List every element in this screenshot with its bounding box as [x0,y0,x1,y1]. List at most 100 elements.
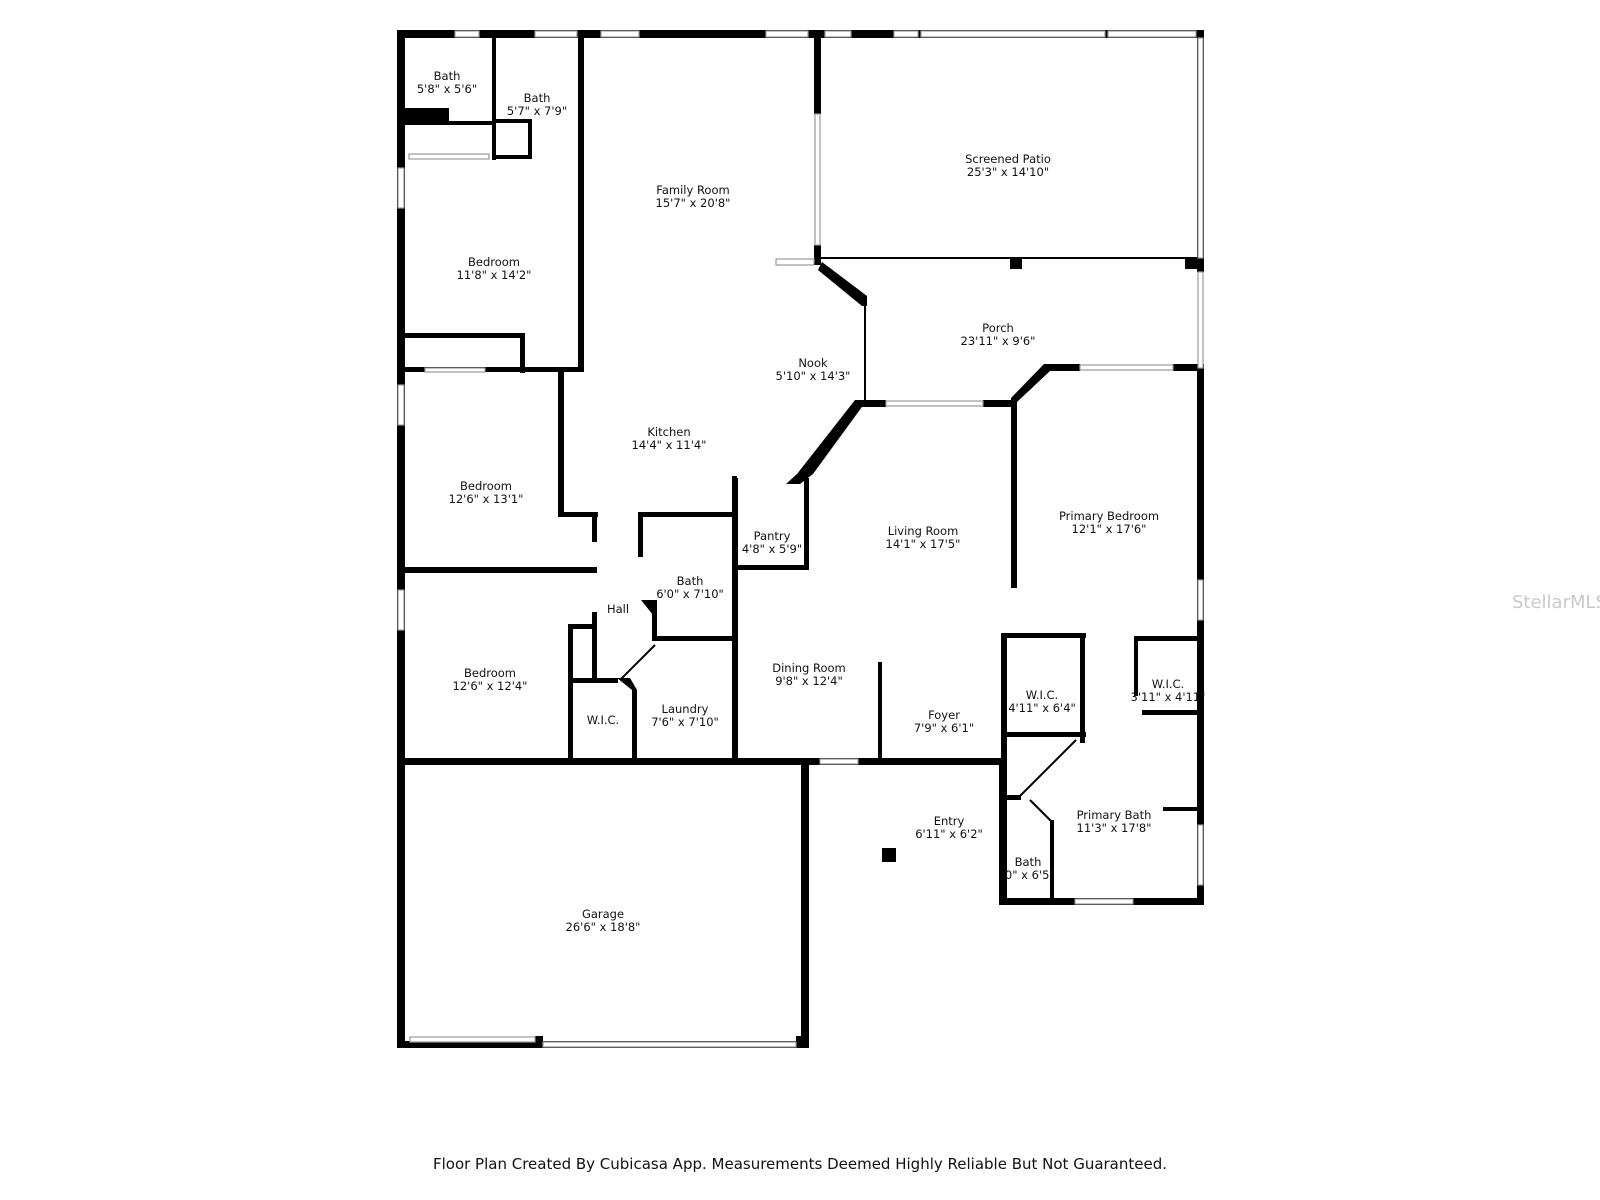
window-bed3-left [397,589,405,631]
wall-wic1-left [1001,633,1007,903]
pbath-door-line [1018,739,1077,798]
wall-garage-right [801,758,809,1048]
wall-nook-bay [818,262,867,306]
garage-door [542,1041,797,1048]
window-porch-right [1197,271,1204,369]
wall-closet-bottom [492,155,532,159]
window-bed2-top [424,367,486,373]
footer-disclaimer: Floor Plan Created By Cubicasa App. Meas… [432,1155,1168,1173]
window-foyer [819,758,859,765]
room-label-wic1: W.I.C.4'11" x 6'4" [1008,688,1076,715]
wall-kitchen-bottom2 [640,512,736,517]
wall-kitchen-bottom [558,512,598,517]
window-primary-top [1079,364,1174,371]
wall-wic1-top [1001,633,1086,638]
wall-bed1-bottom [405,333,523,338]
wall-hall-left [592,512,597,542]
window-bed1-left [397,167,405,209]
wall-garage-top [397,758,1005,765]
window-patio3 [920,30,1106,38]
wall-primary-top2 [1173,364,1204,371]
wall-living-right [1011,402,1017,588]
wall-wic2-top [1134,636,1204,641]
wall-bath4-right [1050,820,1054,905]
wall-pantry-top [732,476,737,480]
wall-wic2-bottom [1142,710,1204,715]
wall-nook-angle [786,400,867,484]
window-patio1 [824,30,852,38]
window-family1 [600,30,640,38]
wall-foyer-right [984,758,994,765]
entry-column [882,848,896,862]
wall-primary-top [1050,364,1080,371]
wall-wic1-right [1080,633,1085,743]
hall-door-line [619,644,656,681]
wall-bed2-top [405,367,583,372]
wall-wic3-top [568,624,593,629]
wall-porch-corner2 [1185,257,1197,269]
window-pbath-bottom [1074,898,1134,905]
window-family2 [765,30,809,38]
window-bed2-left [397,384,405,426]
wall-kitchen-left [558,367,564,517]
wall-bath3-right [732,478,738,765]
wall-laundry-left [632,690,637,765]
window-family-right [814,113,821,246]
interior-walls [397,30,1204,1048]
wall-living-door-stub [878,662,882,758]
wall-pantry-bottom [732,565,807,570]
thin-lines [619,257,1197,823]
windows [397,30,1204,1048]
window-living-top [885,400,984,407]
wall-bed1-closet [520,333,525,373]
garage-side-door [409,1036,536,1043]
wall-primary-angle [1011,364,1050,402]
wall-hall-angle [617,678,637,690]
wall-family-left [578,30,584,372]
wall-bath1-bottom [397,108,449,124]
wall-wic1-bottom [1001,732,1086,737]
window-primary-right [1197,579,1204,621]
wall-bath-div [492,30,496,160]
window-patio-right [1197,37,1204,259]
wall-wic3-left [568,624,573,765]
wall-closet-bath [492,119,532,123]
wall-family-right-low [814,245,821,265]
window-porch-door [775,258,815,266]
room-label-wic3: W.I.C. [586,713,620,727]
garage-door-post2 [796,1036,804,1048]
bath4-door-line [1029,799,1053,823]
window-bath2 [534,30,578,38]
watermark: StellarMLS [1512,592,1600,613]
wall-hall-left2 [592,612,597,682]
wall-left [397,30,405,1048]
wall-pantry-right [804,478,809,570]
garage-door-post [535,1036,543,1048]
wall-living-top2 [983,400,1017,407]
wall-family-right [814,30,821,114]
room-label-bath4: Bath.0" x 6'5" [1001,855,1055,882]
wall-bath3-bottom [652,636,736,641]
wall-bath3-triangle [641,600,657,620]
wall-bath3-left2 [652,600,657,640]
wall-porch-corner1 [1010,257,1022,269]
